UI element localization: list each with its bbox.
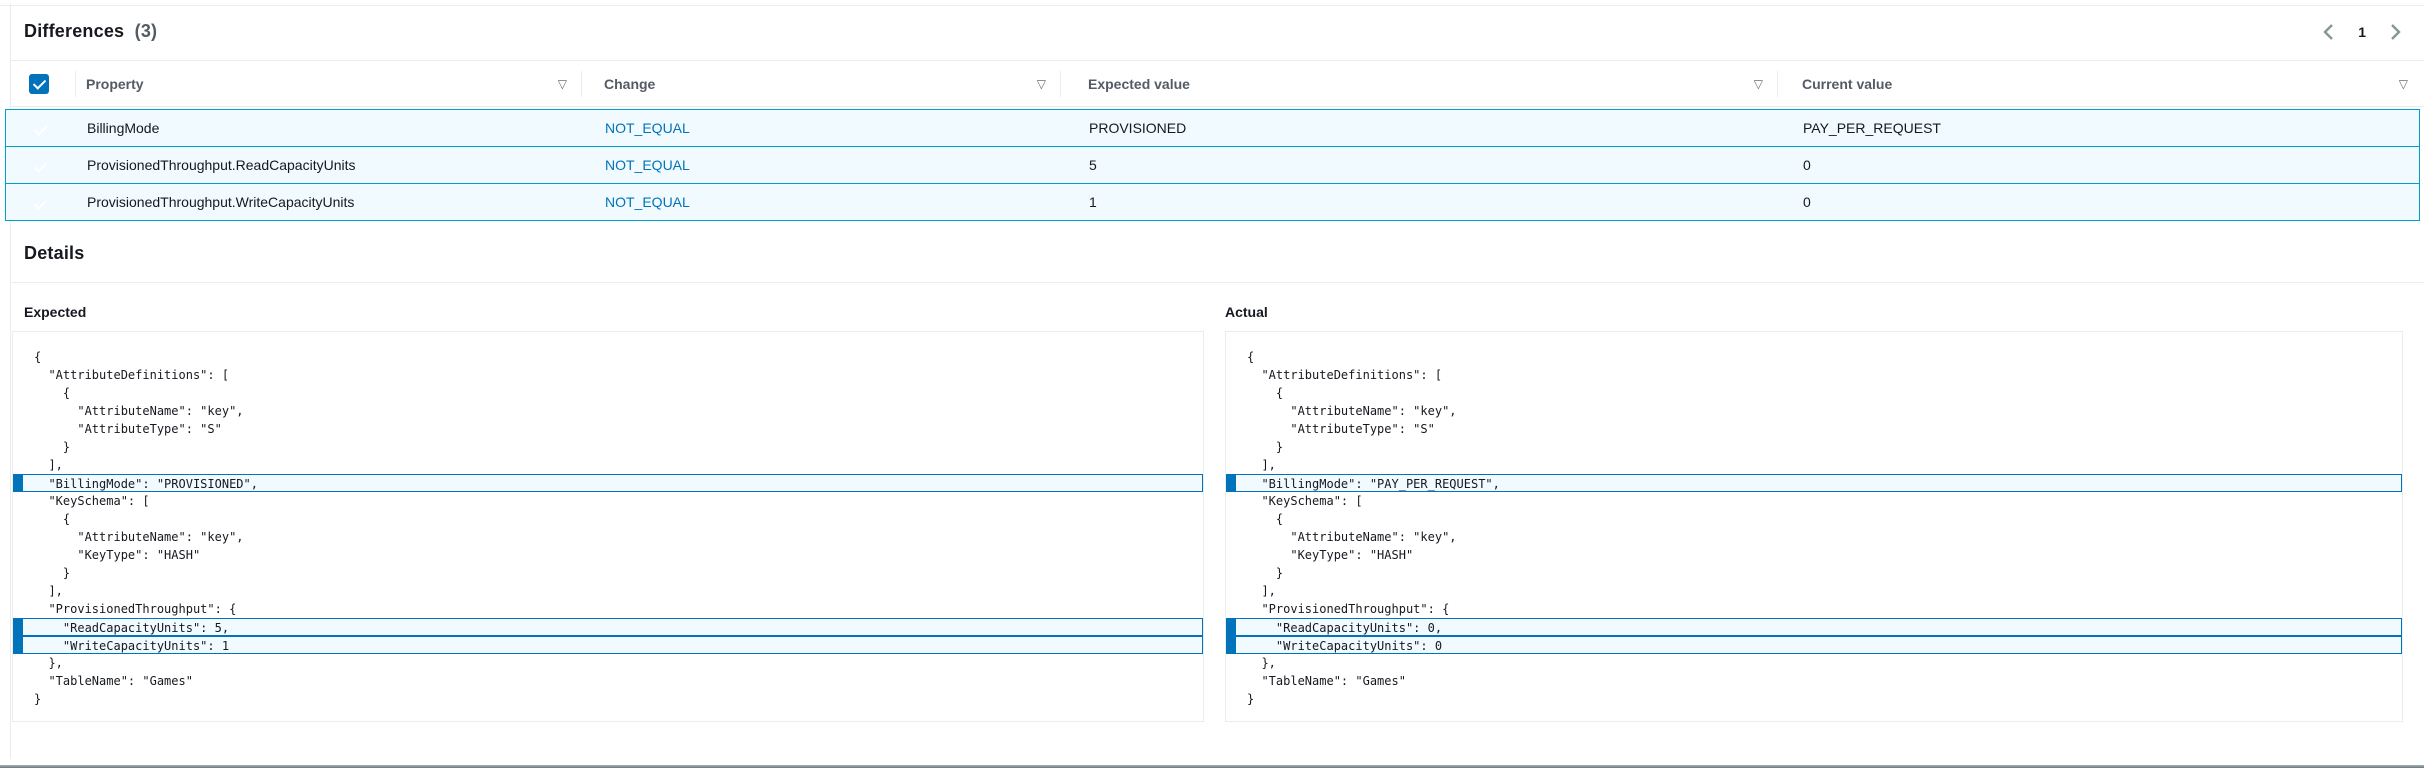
table-header-checkbox-cell (11, 70, 76, 97)
code-line: } (34, 692, 42, 706)
differences-count-value: (3) (134, 21, 158, 41)
code-line-highlighted: "ReadCapacityUnits": 5, (13, 618, 1203, 636)
row-checkbox-cell (6, 194, 77, 210)
differences-header: Differences (3) 1 (11, 3, 2424, 61)
pagination-current-page[interactable]: 1 (2358, 23, 2366, 40)
change-link[interactable]: NOT_EQUAL (605, 194, 690, 210)
code-line: "AttributeName": "key", (34, 530, 244, 544)
page-title: Differences (3) (24, 21, 157, 42)
filter-icon[interactable]: ▽ (1753, 76, 1763, 91)
json-panel-expected: Expected { "AttributeDefinitions": [ { "… (12, 283, 1204, 722)
code-line-highlighted: "WriteCapacityUnits": 0 (1226, 636, 2402, 654)
select-all-checkbox[interactable] (29, 73, 49, 94)
code-line: "AttributeName": "key", (1247, 404, 1457, 418)
json-code-panel: { "AttributeDefinitions": [ { "Attribute… (1225, 331, 2403, 722)
table-row[interactable]: BillingMode NOT_EQUAL PROVISIONED PAY_PE… (5, 109, 2420, 147)
code-line: "KeySchema": [ (34, 494, 150, 508)
row-checkbox-cell (6, 157, 77, 173)
row-checkbox-cell (6, 120, 77, 136)
code-line: { (34, 350, 42, 364)
column-header-change[interactable]: Change ▽ (582, 70, 1061, 97)
differences-pane: Differences (3) 1 Property ▽ Change ▽ Ex… (5, 3, 2424, 759)
code-line: "AttributeDefinitions": [ (1247, 368, 1443, 382)
row-current-value: 0 (1803, 194, 1811, 210)
code-line: } (34, 566, 71, 580)
row-current-value: 0 (1803, 157, 1811, 173)
code-line: }, (34, 656, 63, 670)
row-expected-value: 1 (1089, 194, 1097, 210)
column-header-label: Current value (1802, 75, 1893, 92)
filter-icon[interactable]: ▽ (2398, 76, 2408, 91)
code-line: } (1247, 566, 1284, 580)
table-header-row: Property ▽ Change ▽ Expected value ▽ Cur… (11, 61, 2424, 107)
change-link[interactable]: NOT_EQUAL (605, 157, 690, 173)
code-line: ], (1247, 584, 1276, 598)
code-line: ], (1247, 458, 1276, 472)
column-header-label: Change (604, 75, 656, 92)
json-panel-label: Expected (24, 304, 87, 320)
code-line: "AttributeType": "S" (1247, 422, 1435, 436)
code-line: "TableName": "Games" (34, 674, 193, 688)
column-header-property[interactable]: Property ▽ (76, 70, 582, 97)
row-property: ProvisionedThroughput.ReadCapacityUnits (87, 157, 356, 173)
code-line: { (34, 512, 71, 526)
row-property: BillingMode (87, 120, 160, 136)
column-header-label: Expected value (1088, 75, 1190, 92)
column-header-label: Property (86, 75, 144, 92)
code-line: "ProvisionedThroughput": { (34, 602, 237, 616)
row-change-cell: NOT_EQUAL (583, 120, 1062, 136)
page-title-text: Differences (24, 21, 125, 41)
code-line: "ProvisionedThroughput": { (1247, 602, 1450, 616)
code-line: { (34, 386, 71, 400)
code-line: } (34, 440, 71, 454)
code-line: ], (34, 584, 63, 598)
json-panel-actual: Actual { "AttributeDefinitions": [ { "At… (1225, 283, 2403, 722)
row-expected-value: 5 (1089, 157, 1097, 173)
code-line-highlighted: "WriteCapacityUnits": 1 (13, 636, 1203, 654)
table-row[interactable]: ProvisionedThroughput.WriteCapacityUnits… (5, 183, 2420, 221)
row-change-cell: NOT_EQUAL (583, 157, 1062, 173)
row-change-cell: NOT_EQUAL (583, 194, 1062, 210)
details-title: Details (11, 221, 2424, 283)
chevron-left-icon[interactable] (2318, 21, 2340, 43)
json-code-panel: { "AttributeDefinitions": [ { "Attribute… (12, 331, 1204, 722)
code-line: "AttributeType": "S" (34, 422, 222, 436)
row-current-value: PAY_PER_REQUEST (1803, 120, 1941, 136)
details-panels: Expected { "AttributeDefinitions": [ { "… (11, 283, 2424, 722)
row-property: ProvisionedThroughput.WriteCapacityUnits (87, 194, 355, 210)
code-line: "TableName": "Games" (1247, 674, 1406, 688)
code-line: } (1247, 440, 1284, 454)
code-line: { (1247, 350, 1255, 364)
change-link[interactable]: NOT_EQUAL (605, 120, 690, 136)
filter-icon[interactable]: ▽ (557, 76, 567, 91)
code-line: "KeySchema": [ (1247, 494, 1363, 508)
pagination: 1 (2318, 21, 2406, 43)
code-line: "KeyType": "HASH" (34, 548, 201, 562)
code-line: { (1247, 386, 1284, 400)
code-line: "AttributeName": "key", (34, 404, 244, 418)
row-expected-value: PROVISIONED (1089, 120, 1187, 136)
code-line: }, (1247, 656, 1276, 670)
json-panel-label: Actual (1225, 304, 1268, 320)
code-line-highlighted: "ReadCapacityUnits": 0, (1226, 618, 2402, 636)
code-line: ], (34, 458, 63, 472)
code-line: "AttributeDefinitions": [ (34, 368, 230, 382)
code-line-highlighted: "BillingMode": "PROVISIONED", (13, 474, 1203, 492)
code-line: { (1247, 512, 1284, 526)
code-line: "AttributeName": "key", (1247, 530, 1457, 544)
code-line-highlighted: "BillingMode": "PAY_PER_REQUEST", (1226, 474, 2402, 492)
column-header-expected-value[interactable]: Expected value ▽ (1061, 70, 1778, 97)
code-line: "KeyType": "HASH" (1247, 548, 1414, 562)
differences-table-body: BillingMode NOT_EQUAL PROVISIONED PAY_PE… (5, 109, 2420, 221)
column-header-current-value[interactable]: Current value ▽ (1778, 71, 2424, 97)
filter-icon[interactable]: ▽ (1036, 76, 1046, 91)
table-row[interactable]: ProvisionedThroughput.ReadCapacityUnits … (5, 146, 2420, 184)
chevron-right-icon[interactable] (2384, 21, 2406, 43)
code-line: } (1247, 692, 1255, 706)
